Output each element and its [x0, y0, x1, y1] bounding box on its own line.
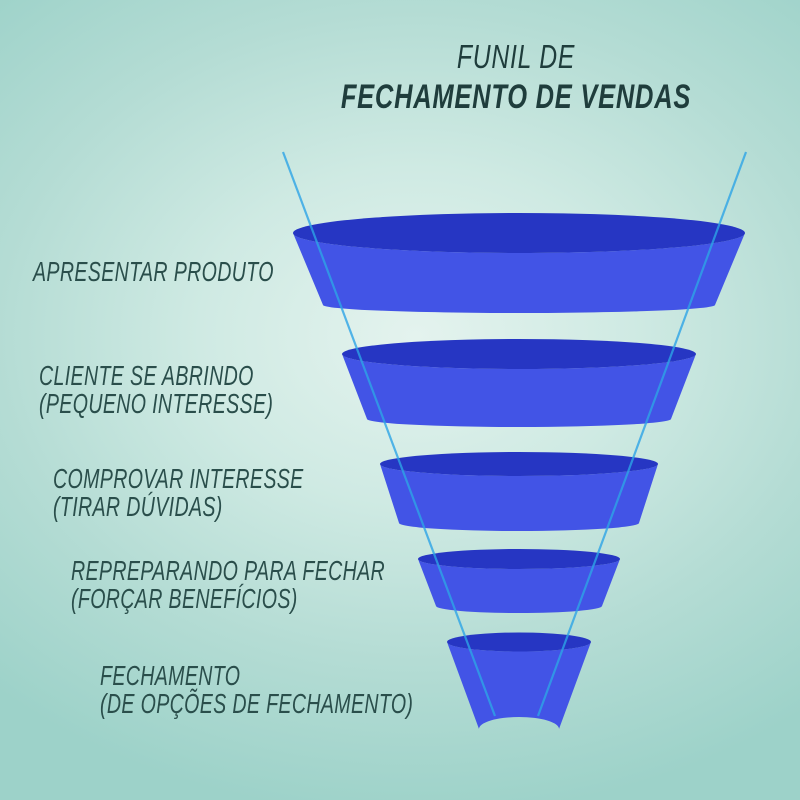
funnel-stage-top-ellipse: [293, 213, 745, 253]
funnel-stage-top-ellipse: [342, 339, 696, 369]
funnel-stage-top-ellipse: [418, 549, 620, 569]
stage-label-line: (DE OPÇÕES DE FECHAMENTO): [100, 688, 414, 719]
funnel-stage-top-ellipse: [447, 632, 591, 652]
guide-line-left: [281, 151, 497, 717]
funnel-stage-3: [380, 452, 658, 531]
stage-label-comprovar-interesse: COMPROVAR INTERESSE (TIRAR DÚVIDAS): [53, 465, 304, 521]
stage-label-line: COMPROVAR INTERESSE: [53, 463, 304, 494]
stage-label-line: REPREPARANDO PARA FECHAR: [71, 555, 386, 586]
stage-label-line: (TIRAR DÚVIDAS): [53, 491, 223, 522]
funnel-stage-body: [447, 642, 591, 729]
funnel-stage-4: [418, 549, 620, 613]
funnel-stage-2: [342, 339, 696, 427]
funnel-stage-body: [293, 233, 745, 313]
stage-label-line: (FORÇAR BENEFÍCIOS): [71, 583, 298, 614]
funnel-stage-body: [342, 354, 696, 427]
funnel-stage-5: [447, 632, 591, 729]
stage-label-line: APRESENTAR PRODUTO: [33, 256, 274, 287]
funnel-stage-1: [293, 213, 745, 313]
page-title: FUNIL DE FECHAMENTO DE VENDAS: [216, 37, 800, 117]
title-line2: FECHAMENTO DE VENDAS: [340, 78, 692, 116]
funnel-stage-top-ellipse: [380, 452, 658, 476]
stage-label-repreparando-para-fechar: REPREPARANDO PARA FECHAR (FORÇAR BENEFÍC…: [71, 557, 385, 613]
stage-label-cliente-se-abrindo: CLIENTE SE ABRINDO (PEQUENO INTERESSE): [39, 362, 273, 418]
stage-label-line: CLIENTE SE ABRINDO: [39, 360, 254, 391]
guide-line-right: [536, 151, 748, 717]
stage-label-line: (PEQUENO INTERESSE): [39, 388, 274, 419]
stage-label-apresentar-produto: APRESENTAR PRODUTO: [33, 258, 274, 286]
funnel-stage-body: [418, 559, 620, 613]
stage-label-line: FECHAMENTO: [100, 660, 241, 691]
title-line1: FUNIL DE: [456, 38, 576, 75]
stage-label-fechamento: FECHAMENTO (DE OPÇÕES DE FECHAMENTO): [100, 662, 413, 718]
funnel-stage-body: [380, 464, 658, 531]
